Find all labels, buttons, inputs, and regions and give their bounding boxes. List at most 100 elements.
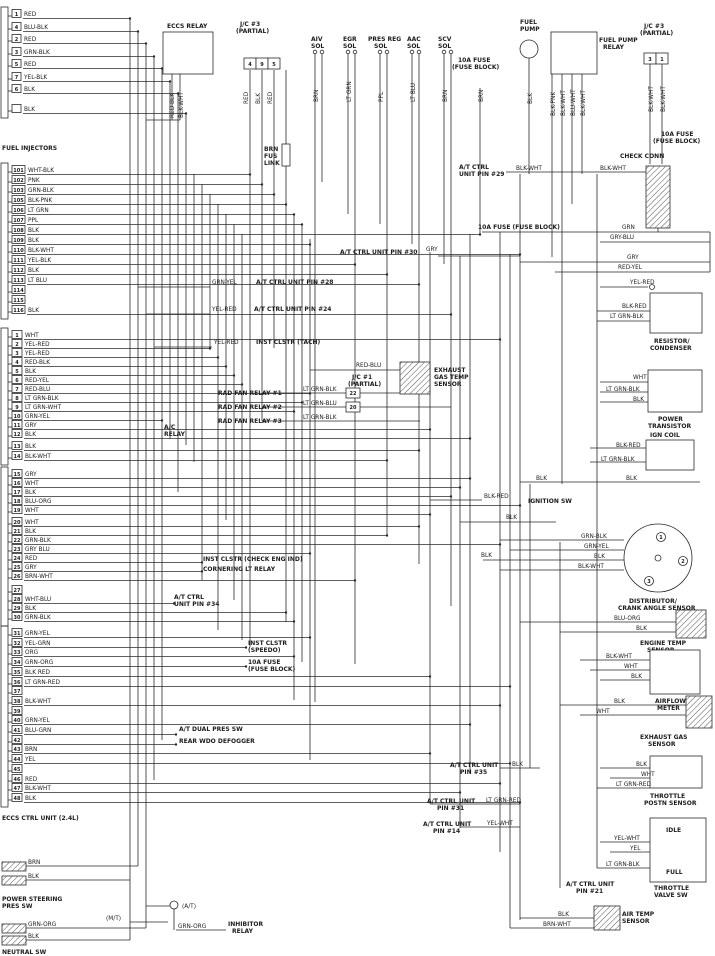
label: EXHAUST GAS	[640, 734, 687, 741]
label: EGR	[343, 36, 357, 43]
pin-box	[11, 677, 23, 686]
pin-box	[11, 9, 22, 18]
label: BLK-RED	[484, 494, 509, 500]
label: REAR WDO DEFOGGER	[179, 738, 255, 745]
label: 114	[13, 288, 24, 294]
label: 103	[13, 188, 24, 194]
label: LT GRN-BLK	[606, 387, 640, 393]
label: 14	[14, 454, 21, 460]
label: RELAY	[603, 44, 625, 51]
label: WHT	[25, 333, 39, 339]
label: PIN #21	[576, 888, 603, 895]
label: 111	[13, 258, 24, 264]
pin-box	[11, 517, 23, 526]
label: GRY	[627, 255, 639, 261]
label: J/C #3	[239, 21, 260, 28]
label: SOL	[407, 43, 420, 50]
label: INST CLSTR (CHECK ENG IND)	[203, 556, 303, 563]
pin-box	[11, 366, 23, 375]
label: 21	[14, 529, 21, 535]
pin-box	[11, 225, 26, 234]
label: YEL-RED	[24, 351, 50, 357]
junction-dot	[272, 193, 276, 196]
label: 18	[14, 499, 21, 505]
label: BLK	[25, 490, 36, 496]
label: RED	[25, 556, 38, 562]
label: 29	[14, 606, 21, 612]
label: BLK-PNK	[28, 198, 52, 204]
pin-box	[11, 725, 23, 734]
label: GRN-YEL	[25, 718, 50, 724]
label: WHT	[641, 772, 655, 778]
pin-box	[11, 348, 23, 357]
label: SOL	[438, 43, 451, 50]
label: BLK	[528, 93, 534, 104]
label: BLK	[24, 87, 35, 93]
label: 38	[14, 699, 21, 705]
label: 48	[14, 796, 21, 802]
pin-box	[11, 285, 26, 294]
label: SENSOR	[648, 741, 676, 748]
label: LT GRN-RED	[486, 798, 521, 804]
label: BLK	[28, 874, 39, 880]
label: BLU-ORG	[25, 499, 52, 505]
pin-box	[11, 420, 23, 429]
pin-box	[11, 526, 23, 535]
label: A/T CTRL UNIT PIN #30	[340, 249, 417, 256]
junction-dot	[300, 223, 304, 226]
label: RESISTOR/	[654, 338, 690, 345]
junction-dot	[152, 55, 156, 58]
junction-dot	[244, 665, 248, 668]
junction-dot	[468, 477, 472, 480]
label: SOL	[311, 43, 324, 50]
pin-box	[11, 628, 23, 637]
label: GRN-YEL	[25, 631, 50, 637]
label: 25	[14, 565, 21, 571]
junction-dot	[168, 80, 172, 83]
junction-dot	[518, 504, 522, 507]
label: 4	[15, 25, 19, 31]
junction-dot	[160, 67, 164, 70]
junction-dot	[292, 620, 296, 623]
label: PRES SW	[2, 903, 33, 910]
label: RED-BLK	[170, 93, 176, 118]
junction-dot	[428, 428, 432, 431]
pin-box	[11, 429, 23, 438]
junction-dot	[176, 92, 180, 95]
junction-dot	[308, 392, 312, 395]
junction-dot	[498, 704, 502, 707]
label: BLK	[25, 444, 36, 450]
label: 112	[13, 268, 24, 274]
pin-box	[11, 357, 23, 366]
label: YEL-WHT	[486, 821, 513, 827]
label: PRES REG	[368, 36, 401, 43]
junction-dot	[449, 495, 453, 498]
yel-red-connector-icon	[649, 284, 655, 290]
label: FUS	[264, 153, 277, 160]
label: BLK-WHT	[600, 166, 626, 172]
junction-dot	[172, 602, 176, 605]
junction-dot	[428, 675, 432, 678]
label: 22	[350, 391, 357, 397]
label: FULL	[666, 869, 683, 876]
label: BLK-WHT	[25, 454, 51, 460]
connector-bracket	[0, 162, 9, 320]
pin-box	[11, 594, 23, 603]
label: FUEL INJECTORS	[2, 145, 57, 152]
label: PIN #35	[460, 769, 487, 776]
junction-dot	[498, 543, 502, 546]
label: 2	[681, 559, 685, 565]
label: AAC	[407, 36, 421, 43]
label: 7	[15, 387, 19, 393]
pin-box	[11, 505, 23, 514]
label: BLK	[25, 606, 36, 612]
pin-box	[11, 764, 23, 773]
label: RED-BLU	[25, 387, 50, 393]
fuel-pump-icon	[519, 39, 539, 59]
label: 5	[272, 62, 276, 68]
label: 47	[14, 786, 21, 792]
